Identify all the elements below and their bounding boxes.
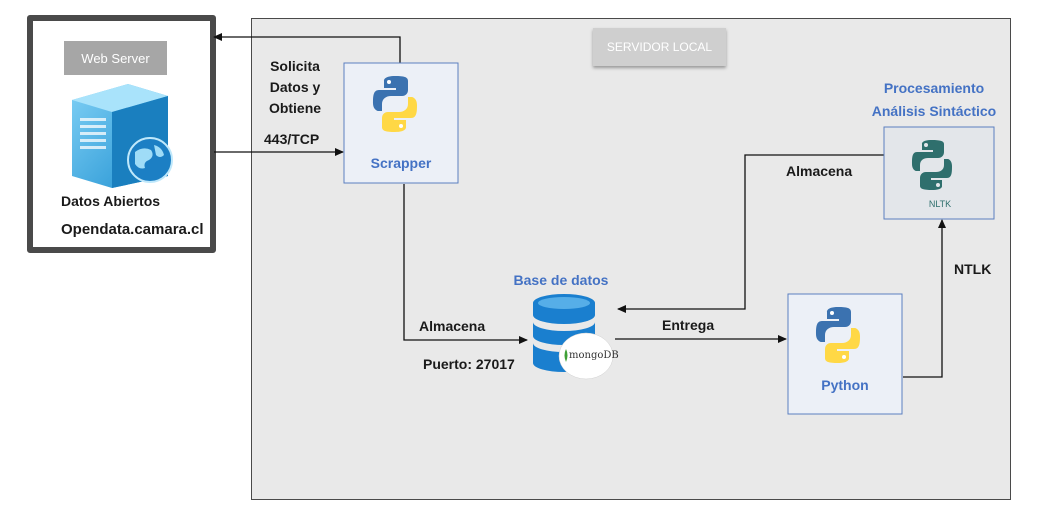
request-label-line2: Datos y bbox=[269, 79, 321, 95]
mongodb-label: mongoDB bbox=[569, 350, 619, 361]
database-title: Base de datos bbox=[513, 272, 609, 288]
arrow-store-nltk bbox=[617, 154, 884, 313]
web-server-icon bbox=[72, 84, 173, 188]
scrapper-python-icon bbox=[373, 76, 417, 132]
database-icon bbox=[533, 294, 614, 380]
mongodb-leaf-icon bbox=[564, 349, 568, 362]
arrow-store bbox=[403, 184, 528, 344]
port-tcp-label: 443/TCP bbox=[264, 131, 320, 147]
web-server-label: Web Server bbox=[64, 41, 167, 75]
scrapper-label: Scrapper bbox=[370, 155, 432, 171]
request-label: Solicita Datos y Obtiene bbox=[263, 56, 327, 119]
nltk-badge: NLTK bbox=[928, 199, 952, 209]
store-nltk-label: Almacena bbox=[786, 163, 853, 179]
request-label-line1: Solicita bbox=[270, 58, 320, 74]
web-server-text-2: Opendata.camara.cl bbox=[61, 221, 204, 238]
web-server-text-1: Datos Abiertos bbox=[61, 193, 161, 209]
python-label: Python bbox=[821, 377, 869, 393]
port-label: Puerto: 27017 bbox=[423, 356, 515, 372]
nltk-python-icon bbox=[912, 140, 952, 190]
python-icon bbox=[816, 307, 860, 363]
arrow-request bbox=[213, 33, 401, 63]
nltk-title-line1: Procesamiento bbox=[883, 80, 985, 96]
request-label-line3: Obtiene bbox=[268, 100, 322, 116]
nltk-arrow-label: NTLK bbox=[954, 261, 992, 277]
nltk-title: Procesamiento Análisis Sintáctico bbox=[860, 77, 1008, 123]
store-label: Almacena bbox=[419, 318, 486, 334]
nltk-title-line2: Análisis Sintáctico bbox=[871, 103, 997, 119]
deliver-label: Entrega bbox=[662, 317, 715, 333]
local-server-label: SERVIDOR LOCAL bbox=[593, 28, 726, 66]
arrow-nltk bbox=[903, 219, 946, 378]
